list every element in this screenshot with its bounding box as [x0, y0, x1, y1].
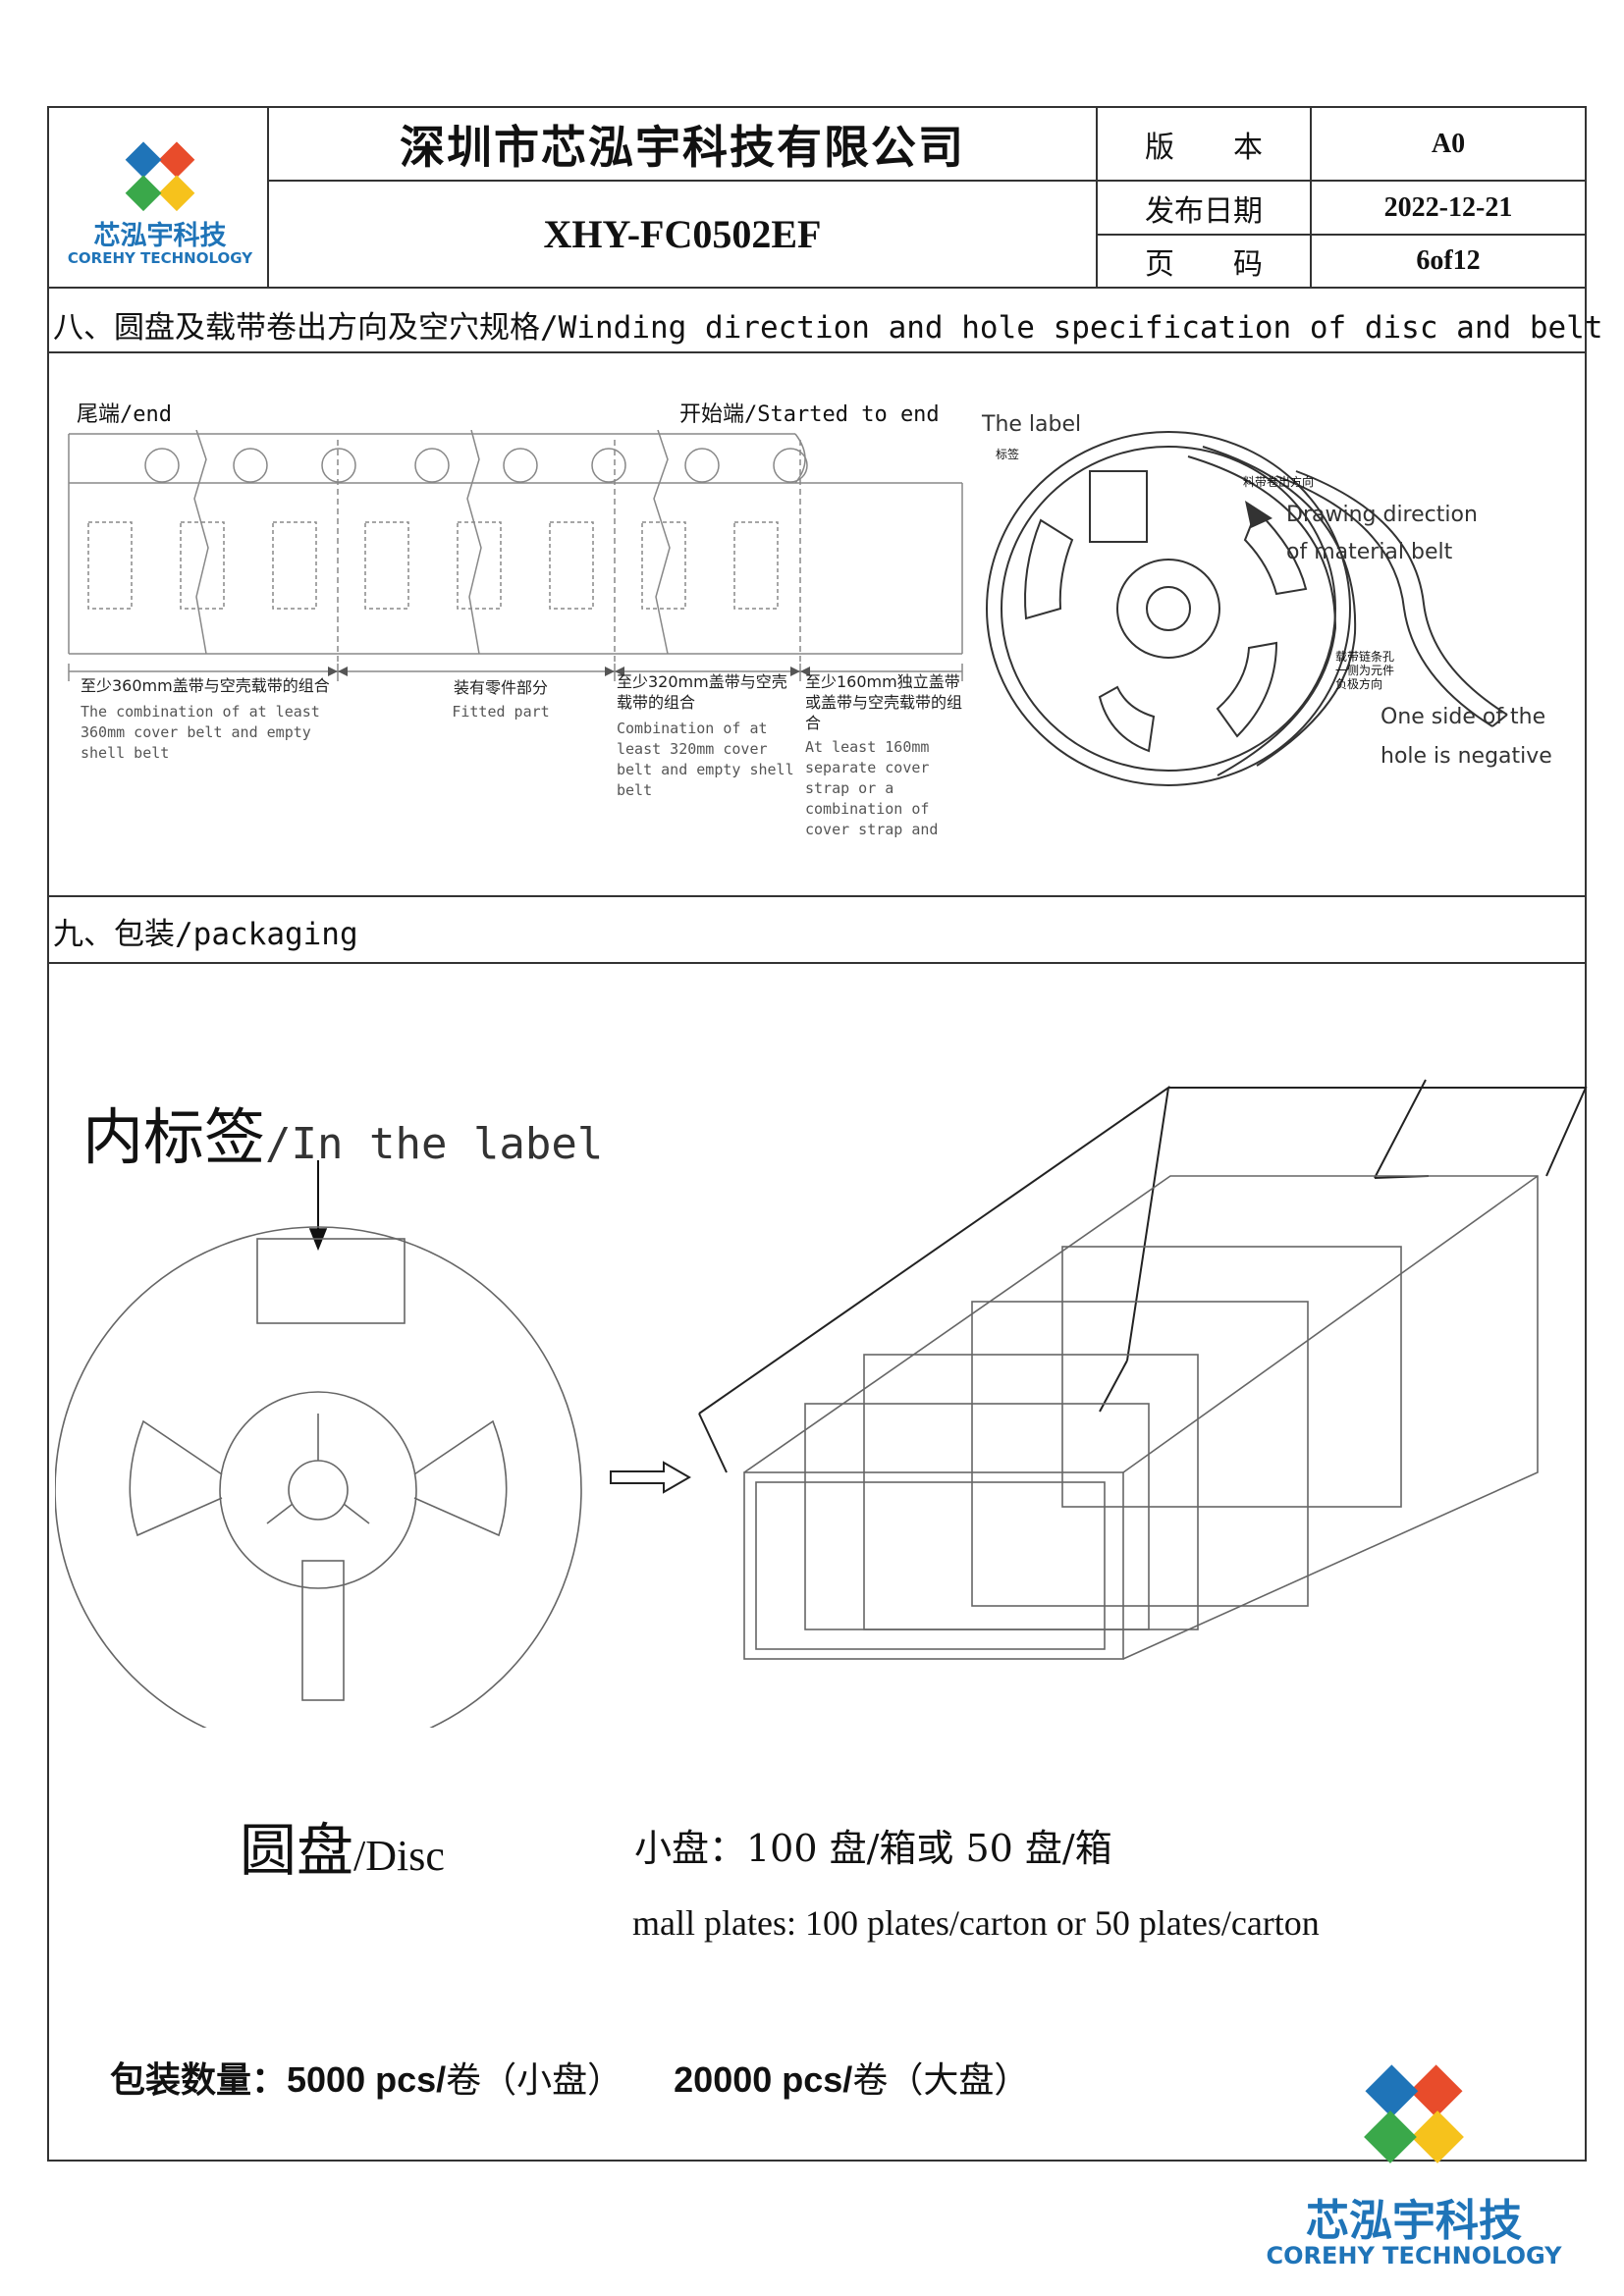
carrier-tape-drawing: [68, 430, 963, 681]
disc-drawing: [55, 1160, 582, 1728]
reel-hole-cn: 载带链条孔 一侧为元件 负极方向: [1335, 650, 1394, 691]
company-name: 深圳市芯泓宇科技有限公司: [400, 120, 965, 174]
reel-label-cn: 标签: [996, 448, 1020, 461]
qty-small-unit: 卷（小盘）: [446, 2060, 623, 2101]
inner-label-en: /In the label: [265, 1119, 604, 1169]
version-value: A0: [1431, 128, 1466, 159]
date-label: 发布日期: [1145, 193, 1263, 229]
logo-cn-text: 芯泓宇科技: [93, 221, 227, 251]
small-plates-en: mall plates: 100 plates/carton or 50 pla…: [632, 1903, 1320, 1943]
logo-icon: [125, 141, 195, 212]
reel-drawing: [986, 431, 1508, 786]
logo-en-text: COREHY TECHNOLOGY: [67, 249, 253, 267]
reel-direction-en-2: of material belt: [1286, 540, 1453, 564]
tape-note-4: 至少160mm独立盖带或盖带与空壳载带的组合 At least 160mm se…: [805, 671, 972, 840]
tape-note-1: 至少360mm盖带与空壳载带的组合 The combination of at …: [81, 675, 336, 764]
tape-note-4-cn: 至少160mm独立盖带或盖带与空壳载带的组合: [805, 672, 963, 732]
right-arrow-icon: [610, 1461, 692, 1494]
reel-hole-en-2: hole is negative: [1380, 744, 1552, 769]
version-label: 版 本: [1145, 130, 1263, 165]
page-value: 6of12: [1416, 245, 1481, 276]
model-number: XHY-FC0502EF: [543, 212, 822, 256]
tape-start-label: 开始端/Started to end: [679, 402, 940, 427]
reel-hole-en-1: One side of the: [1380, 705, 1546, 729]
date-value: 2022-12-21: [1383, 191, 1513, 223]
page-label: 页 码: [1145, 247, 1263, 282]
tape-end-label: 尾端/end: [77, 402, 172, 427]
reel-direction-cn: 料带卷出方向: [1243, 475, 1315, 489]
reel-diagram: The label 标签 料带卷出方向 Drawing direction of…: [982, 402, 1571, 795]
inner-label-heading: 内标签/In the label: [82, 1088, 603, 1176]
reel-hole-cn-2: 一侧为元件: [1335, 664, 1395, 677]
tape-note-1-en: The combination of at least 360mm cover …: [81, 703, 320, 762]
reel-hole-cn-1: 载带链条孔: [1335, 650, 1395, 664]
tape-note-3: 至少320mm盖带与空壳载带的组合 Combination of at leas…: [617, 671, 801, 801]
tape-note-3-en: Combination of at least 320mm cover belt…: [617, 720, 794, 799]
reel-direction-en-1: Drawing direction: [1286, 503, 1478, 527]
section9-title: 九、包装/packaging: [53, 917, 358, 952]
disc-cn: 圆盘: [240, 1817, 354, 1884]
section8-title: 八、圆盘及载带卷出方向及空穴规格/Winding direction and h…: [53, 310, 1603, 346]
tape-note-2-cn: 装有零件部分: [453, 678, 548, 697]
tape-note-2: 装有零件部分 Fitted part: [422, 677, 579, 722]
qty-label: 包装数量：: [110, 2060, 288, 2101]
reel-label-en: The label: [982, 412, 1082, 437]
reel-hole-cn-3: 负极方向: [1335, 677, 1383, 691]
packing-quantity: 包装数量：5000 pcs/卷（小盘） 20000 pcs/卷（大盘）: [110, 2052, 1029, 2103]
disc-caption: 圆盘/Disc: [240, 1804, 445, 1887]
carton-drawing: [698, 1079, 1588, 1660]
qty-small: 5000 pcs/: [287, 2059, 447, 2100]
tape-diagram: 尾端/end 开始端/Started to end: [59, 393, 982, 854]
footer-logo-icon: [1364, 2064, 1464, 2163]
disc-en: /Disc: [353, 1832, 445, 1880]
tape-note-2-en: Fitted part: [452, 703, 550, 721]
qty-large: 20000 pcs/: [674, 2059, 853, 2100]
company-logo: 芯泓宇科技 COREHY TECHNOLOGY: [59, 137, 261, 275]
footer-logo-cn: 芯泓宇科技: [1306, 2196, 1522, 2246]
footer-logo: 芯泓宇科技 COREHY TECHNOLOGY: [1247, 2061, 1581, 2277]
tape-note-1-cn: 至少360mm盖带与空壳载带的组合: [81, 676, 330, 695]
inner-label-cn: 内标签: [82, 1101, 266, 1173]
small-plates-cn: 小盘：100 盘/箱或 50 盘/箱: [634, 1827, 1112, 1870]
tape-note-3-cn: 至少320mm盖带与空壳载带的组合: [617, 672, 787, 712]
qty-large-unit: 卷（大盘）: [852, 2060, 1030, 2101]
footer-logo-en: COREHY TECHNOLOGY: [1266, 2242, 1562, 2269]
tape-note-4-en: At least 160mm separate cover strap or a…: [805, 738, 939, 838]
